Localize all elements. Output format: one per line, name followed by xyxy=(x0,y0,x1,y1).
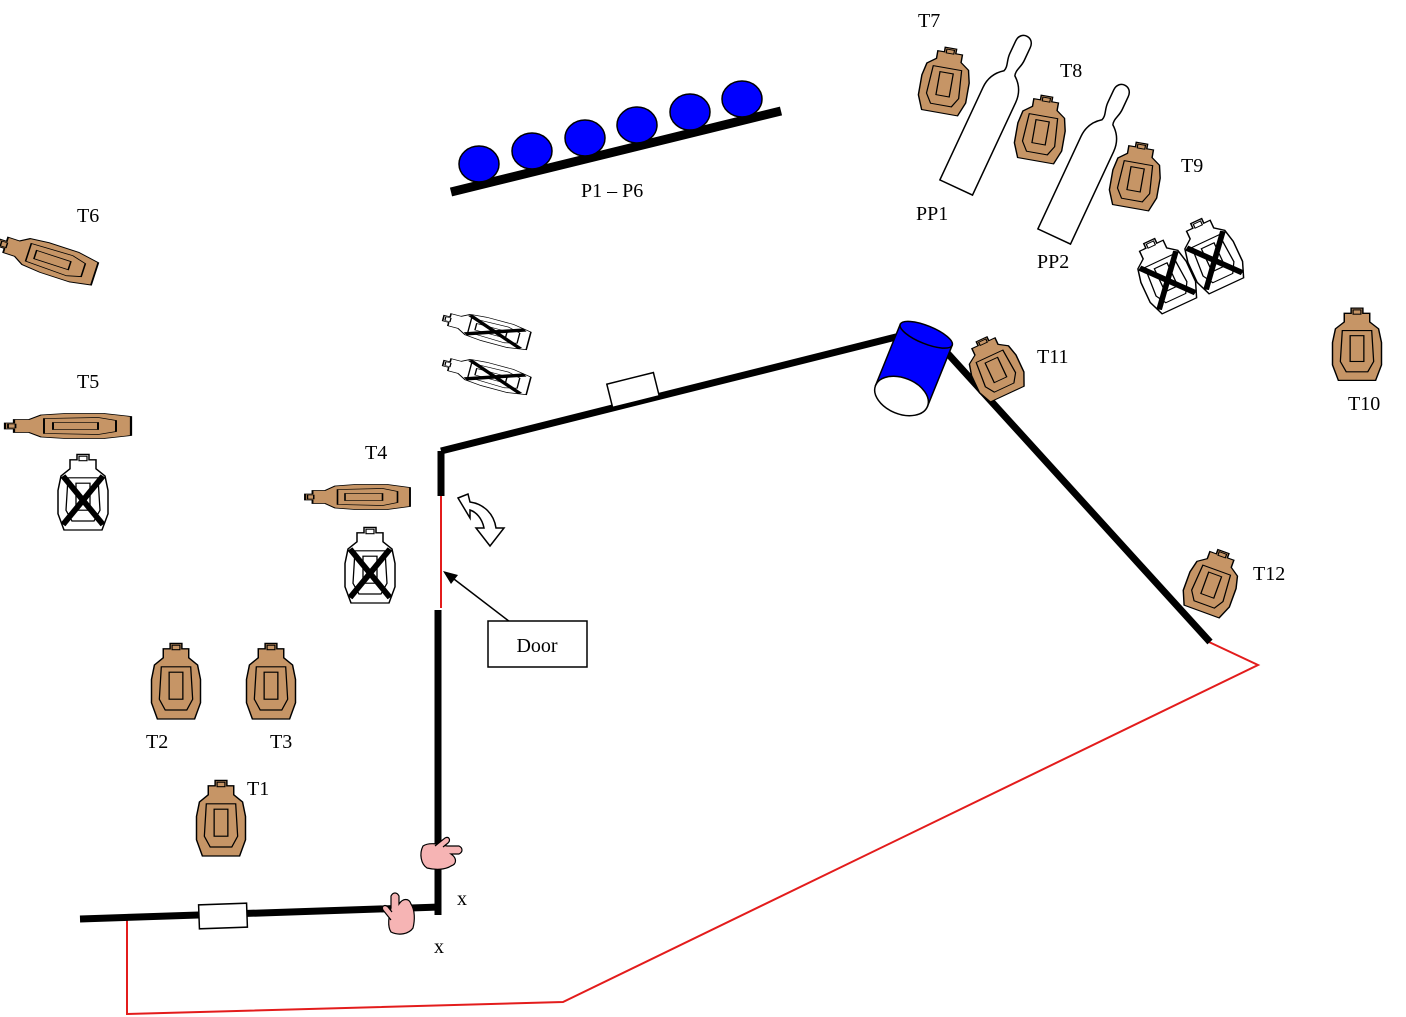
door-label: Door xyxy=(516,635,557,657)
target-t1 xyxy=(195,779,247,857)
label-t6: T6 xyxy=(77,205,99,227)
label-t1: T1 xyxy=(247,778,269,800)
label-pp1: PP1 xyxy=(916,203,948,225)
fault-line xyxy=(126,641,1261,1016)
label-t7: T7 xyxy=(918,10,940,32)
no-shoot-target-icon xyxy=(345,527,395,603)
start-mark: x xyxy=(457,888,467,910)
popper-group xyxy=(449,80,783,197)
start-mark: x xyxy=(434,936,444,958)
no-shoot-target-icon xyxy=(440,351,531,397)
label-t2: T2 xyxy=(146,731,168,753)
wall-top xyxy=(440,327,921,455)
label-pp2: PP2 xyxy=(1037,251,1069,273)
popper-icon xyxy=(564,119,606,157)
no-shoot-target-icon xyxy=(58,454,108,530)
popper-icon xyxy=(721,80,763,118)
target-t4 xyxy=(304,483,411,511)
door-label-box xyxy=(487,620,588,668)
target-t9 xyxy=(1106,138,1167,213)
popper-icon xyxy=(616,106,658,144)
port-top-wall xyxy=(605,371,661,409)
label-t10: T10 xyxy=(1348,393,1380,415)
target-t8 xyxy=(1011,91,1072,166)
target-t3 xyxy=(245,642,297,720)
walls xyxy=(79,327,1213,923)
label-t9: T9 xyxy=(1181,155,1203,177)
label-t4: T4 xyxy=(365,442,387,464)
popper-icon xyxy=(511,132,553,170)
popper-base xyxy=(449,106,783,197)
target-t7 xyxy=(915,43,976,118)
target-t2 xyxy=(150,642,202,720)
port-bottom-wall xyxy=(197,902,249,930)
label-t3: T3 xyxy=(270,731,292,753)
target-t12 xyxy=(1177,542,1248,621)
popper-icon xyxy=(669,93,711,131)
label-t8: T8 xyxy=(1060,60,1082,82)
no-shoot-target-icon xyxy=(440,306,531,352)
label-poppers: P1 – P6 xyxy=(581,180,643,202)
barrel-icon xyxy=(873,320,954,417)
door-arrow-head xyxy=(443,571,458,584)
wall-bottom xyxy=(79,903,441,923)
target-t11 xyxy=(958,328,1031,406)
label-t11: T11 xyxy=(1037,346,1068,368)
rotate-arrow-icon xyxy=(456,492,506,548)
hand-icon xyxy=(381,892,415,935)
target-t6 xyxy=(0,227,101,290)
hand-icon xyxy=(420,836,463,870)
target-t10 xyxy=(1331,307,1383,382)
target-t5 xyxy=(3,412,133,440)
popper-icon xyxy=(458,145,500,183)
door-arrow xyxy=(449,575,511,623)
label-t12: T12 xyxy=(1253,563,1285,585)
label-t5: T5 xyxy=(77,371,99,393)
